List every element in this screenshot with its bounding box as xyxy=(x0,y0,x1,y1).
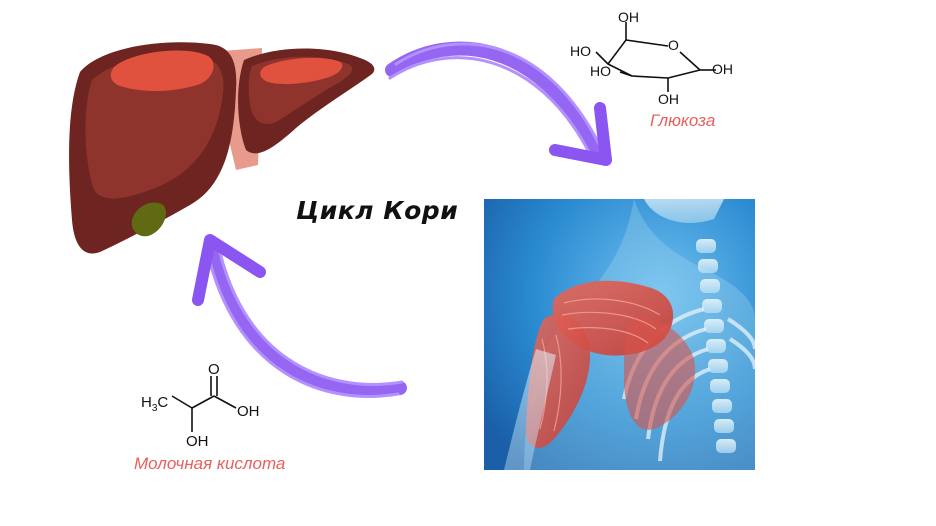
diagram-title: Цикл Кори xyxy=(296,196,459,225)
liver-highlight-left xyxy=(110,50,214,91)
glucose-caption: Глюкоза xyxy=(650,111,716,130)
glucose-oh-bottom: OH xyxy=(658,91,679,107)
lactic-oh-bottom: OH xyxy=(186,433,209,450)
lactic-h3c: H3C xyxy=(141,394,168,414)
lactic-o-top: O xyxy=(208,361,220,378)
shoulder-muscle-image xyxy=(484,199,755,470)
lactic-oh-right: OH xyxy=(237,403,260,420)
liver-highlight-right xyxy=(260,57,343,85)
curved-arrow-to-liver-icon xyxy=(192,234,407,398)
glucose-oh-right: OH xyxy=(712,61,733,77)
glucose-ho-mid: HO xyxy=(590,63,611,79)
glucose-oh-top: OH xyxy=(618,9,639,25)
glucose-ho-left: HO xyxy=(570,43,591,59)
gallbladder xyxy=(131,202,167,237)
lactic-acid-caption: Молочная кислота xyxy=(134,454,286,473)
liver-lobe-shading xyxy=(85,56,224,199)
muscle-illustration xyxy=(484,199,755,470)
curved-arrow-to-glucose-icon xyxy=(385,41,612,166)
glucose-ring-o: O xyxy=(668,37,679,53)
